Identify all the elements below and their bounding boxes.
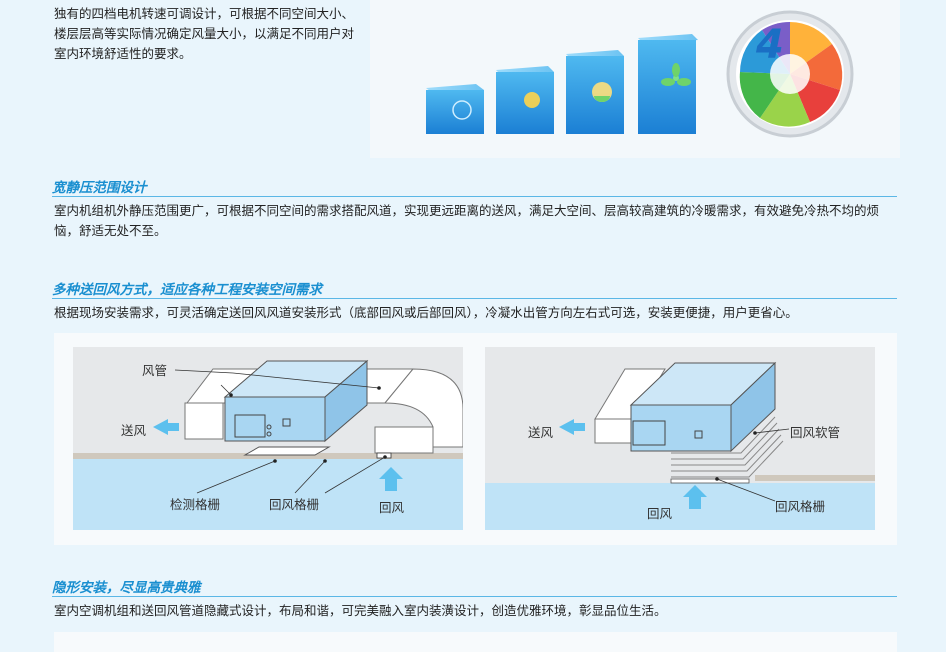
- section-divider: [52, 596, 897, 597]
- fan-speed-cube-2: [496, 66, 554, 134]
- label-return-grille-left: 回风格栅: [269, 497, 320, 512]
- bottom-image-panel: [54, 632, 897, 652]
- section-text-hidden-install: 室内空调机组和送回风管道隐藏式设计，布局和谐，可完美融入室内装潢设计，创造优雅环…: [54, 603, 667, 618]
- fan-speed-illustration: 4: [370, 0, 900, 158]
- label-duct: 风管: [142, 363, 168, 378]
- section-divider: [52, 298, 897, 299]
- label-supply-air-left: 送风: [121, 423, 147, 438]
- fan-speed-cube-4: [638, 34, 698, 134]
- label-return-air-right: 回风: [647, 506, 673, 521]
- installation-diagrams: 风管 送风 检测格栅 回风格栅 回风 送风 回: [54, 333, 897, 545]
- label-inspection-grille: 检测格栅: [170, 497, 221, 512]
- speed-number: 4: [755, 22, 784, 68]
- section-title-airflow-modes: 多种送回风方式，适应各种工程安装空间需求: [52, 282, 322, 298]
- section-text-wide-static-pressure: 室内机组机外静压范围更广，可根据不同空间的需求搭配风道，实现更远距离的送风，满足…: [54, 203, 880, 238]
- rear-return-diagram: [485, 347, 875, 530]
- four-speed-badge-icon: 4: [726, 10, 854, 138]
- label-supply-air-right: 送风: [528, 425, 554, 440]
- section-title-wide-static-pressure: 宽静压范围设计: [52, 180, 147, 196]
- label-return-grille-right: 回风格栅: [775, 499, 826, 514]
- fan-speed-cube-1: [426, 84, 484, 134]
- label-return-air-left: 回风: [379, 500, 405, 515]
- section-text-airflow-modes: 根据现场安装需求，可灵活确定送回风风道安装形式（底部回风或后部回风），冷凝水出管…: [54, 305, 798, 320]
- bottom-return-diagram: [73, 347, 463, 530]
- label-return-hose: 回风软管: [790, 425, 841, 440]
- fan-speed-cube-3: [566, 50, 624, 134]
- section-divider: [52, 196, 897, 197]
- intro-text: 独有的四档电机转速可调设计，可根据不同空间大小、楼层层高等实际情况确定风量大小，…: [54, 6, 355, 61]
- section-title-hidden-install: 隐形安装，尽显高贵典雅: [52, 580, 201, 596]
